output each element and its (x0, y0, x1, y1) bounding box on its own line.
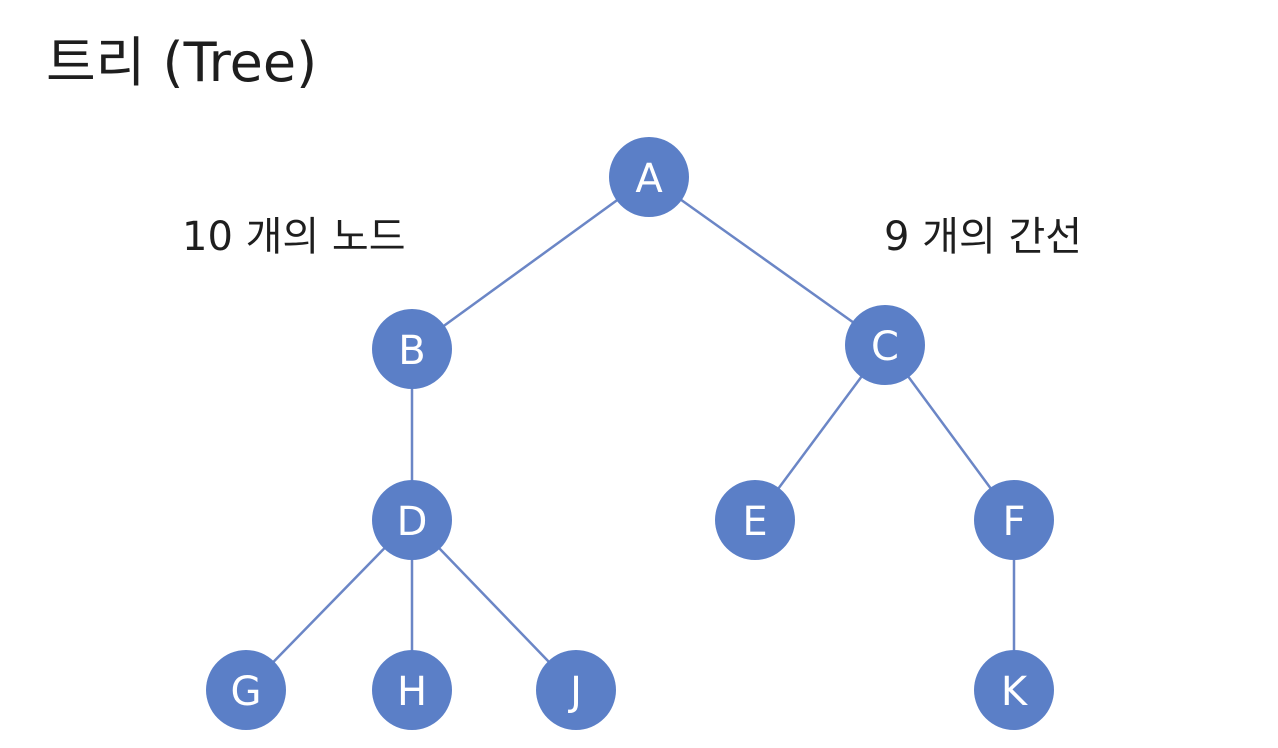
edge-count-annotation: 9 개의 간선 (884, 214, 1083, 260)
node-circle (206, 650, 286, 730)
node-f: F (974, 480, 1054, 560)
node-k: K (974, 650, 1054, 730)
node-circle (715, 480, 795, 560)
node-label: J (567, 669, 582, 715)
node-circle (974, 650, 1054, 730)
node-circle (372, 650, 452, 730)
nodes-layer: A B C D E F G H J K (206, 137, 1054, 730)
node-circle (536, 650, 616, 730)
node-count-annotation: 10 개의 노드 (182, 214, 406, 260)
node-e: E (715, 480, 795, 560)
node-h: H (372, 650, 452, 730)
edges-layer (245, 175, 1016, 691)
node-circle (372, 480, 452, 560)
node-b: B (372, 309, 452, 389)
node-label: G (231, 669, 262, 715)
node-label: B (398, 328, 425, 374)
page-title: 트리 (Tree) (46, 31, 318, 94)
node-label: E (742, 499, 767, 545)
node-label: C (871, 324, 899, 370)
node-circle (974, 480, 1054, 560)
node-g: G (206, 650, 286, 730)
node-circle (609, 137, 689, 217)
edge-a-c (648, 175, 886, 347)
node-label: D (397, 499, 428, 545)
node-circle (845, 305, 925, 385)
edge-a-b (411, 175, 650, 351)
node-d: D (372, 480, 452, 560)
node-label: F (1002, 499, 1025, 545)
node-label: K (1001, 669, 1029, 715)
node-c: C (845, 305, 925, 385)
node-label: A (635, 156, 663, 202)
node-a: A (609, 137, 689, 217)
node-circle (372, 309, 452, 389)
node-j: J (536, 650, 616, 730)
node-label: H (397, 669, 427, 715)
